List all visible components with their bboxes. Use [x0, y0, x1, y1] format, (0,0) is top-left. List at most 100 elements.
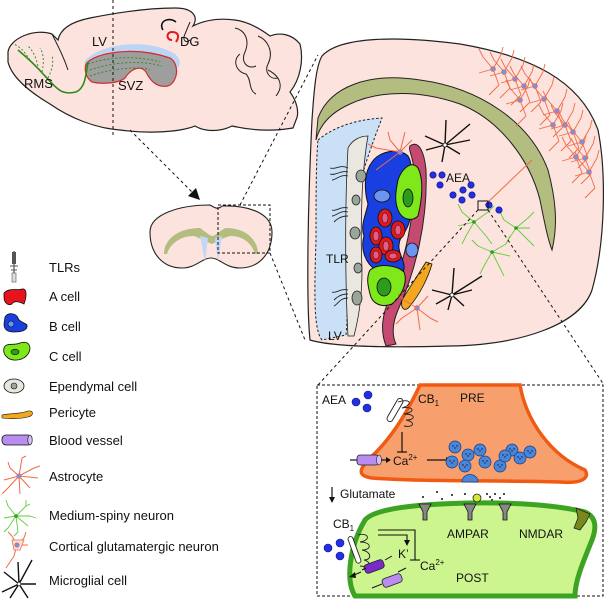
cb1-post-text: CB [333, 517, 350, 531]
aea-molecules-pre [351, 390, 373, 413]
label-aea-zoom: AEA [446, 171, 470, 185]
vesicle-content [531, 450, 533, 452]
vesicle-content [486, 460, 488, 462]
arrow-head-icon [188, 188, 200, 200]
cortical-neuron-soma [550, 122, 556, 128]
tlr-icon [10, 251, 18, 283]
cortical-axon [484, 159, 533, 206]
inhibition-line-ca-post [378, 529, 416, 560]
legend-label-blood-vessel: Blood vessel [49, 433, 123, 448]
cortical-neuron-network [478, 46, 600, 199]
cortical-neuron-dendrites [558, 109, 584, 159]
svz-region [84, 50, 178, 87]
vesicle-content [529, 452, 531, 454]
vesicle-content [456, 445, 458, 447]
vesicle-content [506, 454, 508, 456]
microglial-cells [424, 119, 483, 311]
vesicle [445, 455, 459, 469]
label-tlr: TLR [326, 252, 349, 266]
a-cell-icon [3, 288, 27, 305]
legend-label-microglial-cell: Microglial cell [49, 573, 127, 588]
vesicle-content [454, 447, 456, 449]
vesicle-content [519, 458, 521, 460]
cortical-neuron-soma [586, 169, 592, 175]
vesicle-content [499, 466, 501, 468]
label-ca-post: Ca2+ [420, 558, 445, 573]
corpus-callosum [315, 77, 556, 252]
vesicle [498, 449, 512, 463]
cortical-neuron-dendrites [529, 76, 555, 126]
legend-label-cortical-glutamatergic-neuron: Cortical glutamatergic neuron [49, 539, 219, 554]
vesicle-content [484, 462, 486, 464]
postsynaptic-terminal [347, 500, 598, 599]
pericyte [401, 261, 433, 310]
vesicle [458, 459, 472, 473]
legend-label-medium-spiny-neuron: Medium-spiny neuron [49, 508, 174, 523]
cortical-neuron-soma [570, 129, 576, 135]
cortical-neuron-dendrites [561, 134, 587, 184]
label-ca-pre: Ca2+ [393, 453, 418, 468]
vesicle-content [477, 448, 479, 450]
label-cb1-pre: CB1 [418, 392, 440, 408]
calcium-channel-pre [356, 454, 380, 466]
nmdar-receptor [573, 507, 591, 531]
pericyte-icon [1, 410, 33, 419]
ependymal-nuclei [349, 169, 367, 306]
cortical-neuron-dendrites [505, 77, 531, 127]
label-lv-zoom: LV [328, 329, 342, 343]
label-post: POST [456, 571, 489, 585]
synaptic-vesicles [445, 440, 537, 483]
zoomed-region: AEA TLR LV [307, 38, 604, 348]
cortical-neuron-dendrites [538, 102, 564, 152]
ca-pre-superscript: 2+ [408, 453, 417, 462]
synapse-zoom-line-right [487, 209, 605, 386]
coronal-white-matter [164, 228, 258, 254]
medium-spiny-neuron-icon [3, 499, 37, 537]
cortical-neuron-dendrites [478, 46, 504, 96]
cortical-neuron-soma [521, 83, 527, 89]
vesicle [513, 451, 527, 465]
dg-black [160, 18, 177, 31]
medium-spiny-neurons [457, 203, 535, 277]
vesicle-content [465, 453, 467, 455]
vesicle-content [467, 455, 469, 457]
cb1-pre-subscript: 1 [435, 399, 440, 408]
ca-post-superscript: 2+ [435, 558, 444, 567]
glutamate-bound [472, 493, 482, 503]
coronal-section [149, 204, 273, 269]
cortical-neuron-dendrites [509, 63, 535, 113]
label-rms: RMS [24, 76, 53, 91]
dg-red [166, 30, 180, 43]
c-cell-nucleus [376, 277, 392, 297]
legend-label-b-cell: B cell [49, 319, 81, 334]
label-lv: LV [92, 34, 107, 49]
astrocytes [367, 131, 439, 331]
cortical-neuron-soma [541, 96, 547, 102]
b-cell-nucleus [373, 189, 391, 203]
cortical-neuron-soma [532, 83, 538, 89]
rms-path [17, 49, 89, 94]
vesicle [461, 448, 475, 462]
cortical-neuron-soma [582, 155, 588, 161]
cortical-neuron-soma [579, 139, 585, 145]
aea-molecules [429, 171, 503, 214]
label-dg: DG [180, 34, 200, 49]
label-pre: PRE [460, 391, 485, 405]
coronal-ventricle-left [200, 236, 208, 262]
vesicle-content [482, 460, 484, 462]
ampar-receptors [418, 503, 512, 521]
vesicle-content [453, 460, 455, 462]
label-k: K’ [398, 547, 409, 561]
vesicle-content [511, 450, 513, 452]
vesicle [493, 459, 507, 473]
cb1-receptor-pre [386, 397, 414, 427]
cortical-neuron-soma [501, 69, 507, 75]
vesicle-content [497, 464, 499, 466]
docked-vesicle [461, 474, 479, 483]
label-nmdar: NMDAR [519, 527, 563, 541]
legend-label-ependymal-cell: Ependymal cell [49, 379, 137, 394]
vesicle-content [449, 460, 451, 462]
vesicle-content [502, 454, 504, 456]
